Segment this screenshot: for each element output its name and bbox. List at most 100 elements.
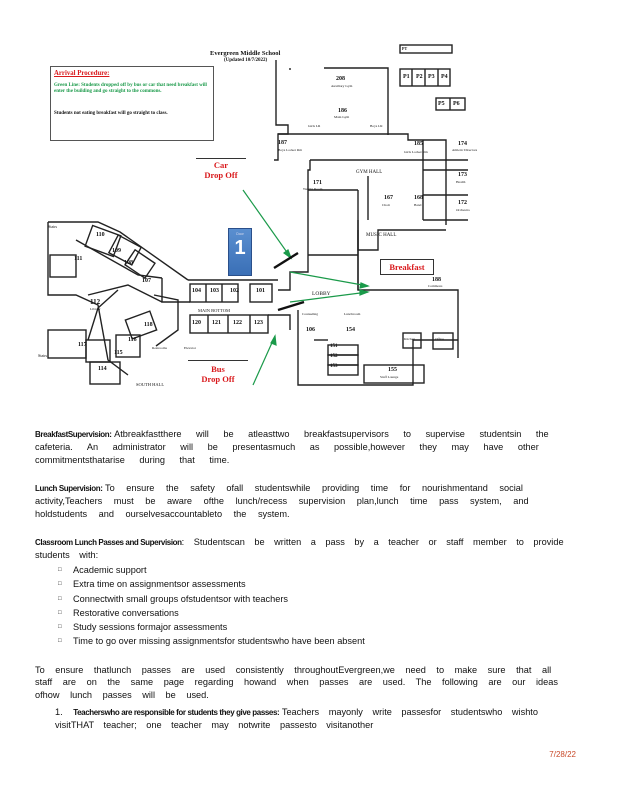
room-106: 106 xyxy=(306,327,315,333)
room-208-gym: 208 xyxy=(336,76,345,82)
gym-hall-label: GYM HALL xyxy=(356,170,383,175)
room-155-name: Staff Lounge xyxy=(380,375,399,379)
stairs-top-label: Stairs xyxy=(48,224,58,229)
arrival-green-text: Green Line: Students dropped off by bus … xyxy=(54,83,207,94)
room-107: 107 xyxy=(142,278,151,284)
elevator-label: Elevator xyxy=(184,346,196,350)
car-dropoff-rule xyxy=(196,158,246,159)
map-school-title: Evergreen Middle School xyxy=(210,50,281,57)
room-104: 104 xyxy=(192,288,201,294)
main-bottom-label: MAIN BOTTOM xyxy=(198,308,231,313)
room-123: 123 xyxy=(254,320,263,326)
room-186: 186 xyxy=(338,108,347,114)
list-item: Restorative conversations xyxy=(58,606,365,621)
kitchen-label: Kitchen xyxy=(404,337,416,341)
room-pt: PT xyxy=(402,46,408,51)
room-188-name: Commons xyxy=(428,284,443,288)
room-122: 122 xyxy=(233,320,242,326)
room-p2: P2 xyxy=(416,74,423,80)
lunch-supervision-heading: Lunch Supervision: xyxy=(35,484,103,493)
classroom-lunch-passes-paragraph: Classroom Lunch Passes and Supervision: … xyxy=(35,536,575,562)
room-171: 171 xyxy=(313,180,322,186)
room-102: 102 xyxy=(230,288,239,294)
girls-lr: Girls LR xyxy=(308,124,321,128)
list-item: Connectwith small groups ofstudentsor wi… xyxy=(58,592,365,607)
lunch-label: Lunchroom xyxy=(344,312,361,316)
map-updated-date: (Updated 10/7/2022) xyxy=(224,58,268,63)
room-188: 188 xyxy=(432,277,441,283)
room-168: 168 xyxy=(414,195,423,201)
list-item: Time to go over missing assignmentsfor s… xyxy=(58,634,365,649)
room-173-name: Health xyxy=(456,180,466,184)
room-120: 120 xyxy=(192,320,201,326)
stairs-bottom-label: Stairs xyxy=(38,353,48,358)
room-115: 115 xyxy=(114,350,123,356)
list-item: Study sessions formajor assessments xyxy=(58,620,365,635)
car-dropoff-label: Car Drop Off xyxy=(204,160,238,180)
list-item: Extra time on assignmentsor assessments xyxy=(58,577,365,592)
room-172-name: Orchestra xyxy=(456,208,470,212)
music-hall-label: MUSIC HALL xyxy=(366,233,397,238)
room-171-name: Weight Room xyxy=(303,187,323,191)
list-item: Academic support xyxy=(58,563,365,578)
breakfast-supervision-paragraph: BreakfastSupervision: Atbreakfastthere w… xyxy=(35,428,575,466)
footer-date: 7/28/22 xyxy=(549,750,576,759)
numbered-item-1: 1. Teacherswho are responsible for stude… xyxy=(55,706,575,732)
room-168-name: Band xyxy=(414,203,422,207)
room-185-name: Girls Locker Rm xyxy=(404,150,428,154)
room-111: 111 xyxy=(74,256,83,262)
arrival-procedure-box: Arrival Procedure: Green Line: Students … xyxy=(50,66,214,141)
room-p6: P6 xyxy=(453,101,460,107)
arrival-heading: Arrival Procedure: xyxy=(54,70,110,77)
room-187-name: Boys Locker Rm xyxy=(278,148,302,152)
door-label: Door xyxy=(236,232,244,236)
classroom-lunch-passes-heading: Classroom Lunch Passes and Supervision xyxy=(35,538,182,547)
room-118: 118 xyxy=(144,322,153,328)
item-1-text: Teachers mayonly write passesfor student… xyxy=(55,707,538,731)
room-174-name: Athletic Directors xyxy=(452,148,478,152)
room-167-name: Choir xyxy=(382,203,390,207)
room-103: 103 xyxy=(210,288,219,294)
room-154: 154 xyxy=(346,327,355,333)
room-185: 185 xyxy=(414,141,423,147)
room-112: 112 xyxy=(90,298,101,306)
room-106-name: Counseling xyxy=(302,312,318,316)
room-114: 114 xyxy=(98,366,107,372)
map-floorplan xyxy=(47,44,468,386)
room-101: 101 xyxy=(256,288,265,294)
breakfast-label: Breakfast xyxy=(380,259,434,275)
room-p1: P1 xyxy=(403,74,410,80)
boys-lr: Boys LR xyxy=(370,124,383,128)
room-186-name: Main Gym xyxy=(334,115,350,119)
room-116: 116 xyxy=(128,337,137,343)
library-label: Library xyxy=(90,307,101,311)
room-174: 174 xyxy=(458,141,467,147)
lobby-label: LOBBY xyxy=(312,291,331,297)
room-117: 117 xyxy=(78,342,87,348)
door-number: 1 xyxy=(234,237,246,259)
school-map: Evergreen Middle School (Updated 10/7/20… xyxy=(28,40,477,392)
room-152: 152 xyxy=(330,354,338,359)
room-p4: P4 xyxy=(441,74,448,80)
room-172: 172 xyxy=(458,200,467,206)
office-label: Office xyxy=(435,337,444,341)
room-153: 153 xyxy=(330,364,338,369)
room-110: 110 xyxy=(96,232,105,238)
room-121: 121 xyxy=(212,320,221,326)
pass-purpose-list: Academic support Extra time on assignmen… xyxy=(58,563,365,649)
lunch-supervision-text: To ensure the safety ofall studentswhile… xyxy=(35,483,529,519)
item-1-lead: Teacherswho are responsible for students… xyxy=(73,708,280,717)
breakfast-supervision-text: Atbreakfastthere will be atleasttwo brea… xyxy=(35,429,549,465)
item-1-number: 1. xyxy=(55,707,63,717)
room-p3: P3 xyxy=(428,74,435,80)
room-187: 187 xyxy=(278,140,287,146)
breakfast-supervision-heading: BreakfastSupervision: xyxy=(35,430,112,439)
room-p5: P5 xyxy=(438,101,445,107)
room-108: 108 xyxy=(124,260,133,266)
classroom-lunch-passes-text: : Studentscan be written a pass by a tea… xyxy=(35,537,564,561)
room-109: 109 xyxy=(112,248,121,254)
room-155: 155 xyxy=(388,367,397,373)
bus-dropoff-rule xyxy=(188,360,248,361)
arrival-black-text: Students not eating breakfast will go st… xyxy=(54,111,168,116)
room-208-name: Auxiliary Gym xyxy=(331,84,353,88)
